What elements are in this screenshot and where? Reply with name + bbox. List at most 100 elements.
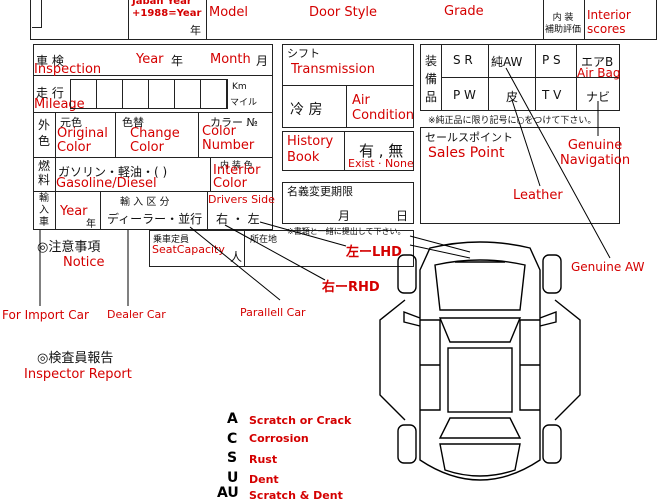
mileage-jp: 走 行	[36, 86, 64, 100]
fuel-col-line	[210, 157, 211, 191]
import-kubun: 輸 入 区 分	[120, 197, 170, 208]
dealer-car-label: Dealer Car	[107, 308, 166, 321]
top-divider-model	[206, 0, 207, 40]
seat-capacity-label: SeatCapacity	[152, 243, 225, 256]
mileage-mile: マイル	[230, 98, 258, 108]
car-windshield	[438, 317, 522, 343]
shift-col-line	[346, 85, 347, 128]
legend-code-c: C	[227, 431, 238, 447]
color-col-line-2	[198, 112, 199, 157]
interior-color-label: Interior Color	[213, 163, 261, 191]
import-jp: 輸 入 車	[39, 193, 49, 228]
equip-ps: P S	[542, 53, 561, 67]
leader-lines	[39, 67, 611, 306]
car-left-mirror	[403, 310, 421, 327]
left-info-table	[33, 44, 273, 230]
inspector-jp: ◎検査員報告	[37, 351, 114, 366]
import-col-line-2	[207, 191, 208, 230]
fuel-label: Gasoline/Diesel	[56, 176, 157, 191]
interior-color-jp: 内 装 色	[220, 161, 253, 171]
top-left-small-box	[32, 0, 42, 28]
lhd-label: 左ーLHD	[346, 245, 402, 260]
equip-tv: T V	[542, 88, 562, 102]
mileage-digit-boxes	[70, 79, 228, 109]
leader-car-1	[409, 235, 471, 253]
legend-text-s: Rust	[249, 453, 278, 466]
car-hood	[434, 259, 526, 311]
air-condition-label: Air Condition	[352, 93, 415, 123]
shozaichi-jp: 所在地	[250, 235, 278, 245]
car-body-outline	[419, 241, 541, 481]
leader-leather	[511, 99, 541, 187]
inspection-jp: 車 検	[36, 54, 64, 68]
leader-parallel-car	[189, 226, 281, 301]
equip-sr: S R	[453, 53, 473, 67]
japan-year-label: Jaban Year +1988=Year	[132, 0, 202, 19]
import-nen: 年	[86, 219, 96, 230]
color-col-line-1	[115, 112, 116, 157]
inspection-label: Inspection	[34, 62, 102, 77]
seat-capacity-nin: 人	[230, 250, 243, 264]
parallel-car-label: Parallell Car	[240, 306, 306, 319]
equipment-note: ※純正品に限り記号に○をつけて下さい。	[428, 116, 597, 126]
top-divider-interior	[543, 0, 544, 40]
car-right-mirror	[539, 310, 557, 327]
equip-genuine-aw: 純AW	[491, 55, 523, 69]
sales-point-box	[420, 127, 620, 224]
sales-point-label: Sales Point	[428, 145, 505, 161]
label-col-line	[55, 112, 56, 230]
legend-code-s: S	[227, 450, 238, 466]
genuine-aw-label: Genuine AW	[571, 260, 645, 274]
car-left-side-panel	[379, 299, 406, 421]
inspector-report-label: Inspector Report	[24, 367, 132, 382]
legend-text-au: Scratch & Dent	[249, 489, 343, 502]
equip-cell-line-3	[576, 44, 577, 111]
naiso-hyoka: 内 装 補助評価	[545, 13, 582, 35]
history-box	[282, 131, 414, 171]
capacity-note: ※書類と一緒に提出して下さい。	[287, 227, 406, 236]
dealer-parallel-jp: ディーラー・並行	[107, 212, 203, 226]
inspection-month-jp: 月	[256, 54, 269, 68]
row-line-2	[33, 112, 273, 113]
door-style-label: Door Style	[309, 5, 378, 20]
color-jp: 外 色	[38, 118, 51, 148]
meigi-month: 月	[338, 209, 351, 223]
import-col-line	[100, 191, 101, 230]
history-col-line	[344, 131, 345, 171]
leader-lhd	[259, 221, 347, 247]
history-book-label: History Book	[287, 134, 334, 165]
row-line-4	[33, 191, 273, 192]
sales-point-jp: セールスポイント	[425, 131, 513, 144]
equip-row-line	[441, 77, 620, 78]
equipment-jp: 装 備 品	[425, 54, 438, 104]
equip-pw: P W	[453, 88, 476, 102]
car-front-left-wheel	[397, 254, 417, 294]
genuine-navigation-label: Genuine Navigation	[560, 138, 631, 168]
legend-code-u: U	[227, 470, 239, 486]
car-rear-left-wheel	[397, 424, 417, 464]
right-left-jp: 右 ・ 左	[216, 212, 260, 226]
legend-code-a: A	[227, 411, 238, 427]
equip-cell-line-1	[488, 44, 489, 111]
inspection-month-label: Month	[210, 52, 251, 67]
import-year-label: Year	[60, 204, 88, 219]
original-color-label: Original Color	[57, 126, 108, 155]
row-line-3	[33, 157, 273, 158]
top-nen: 年	[190, 24, 201, 37]
drivers-side-label: Drivers Side	[208, 193, 275, 206]
fuel-jp: 燃 料	[38, 159, 51, 187]
legend-text-u: Dent	[249, 473, 279, 486]
color-iromei: 色替	[122, 116, 144, 129]
equip-leather: 皮	[506, 90, 519, 104]
inspection-year-label: Year	[136, 52, 164, 67]
leader-rhd	[224, 224, 326, 281]
legend-text-c: Corrosion	[249, 432, 309, 445]
leader-genuine-aw	[505, 67, 611, 259]
history-ari-nashi: 有 , 無	[359, 142, 404, 160]
equip-navi: ナビ	[586, 90, 611, 104]
grade-label: Grade	[444, 4, 484, 19]
color-number-label: Color Number	[202, 124, 255, 153]
seat-capacity-jp: 乗車定員	[153, 235, 190, 245]
top-divider-interior-2	[584, 0, 585, 40]
